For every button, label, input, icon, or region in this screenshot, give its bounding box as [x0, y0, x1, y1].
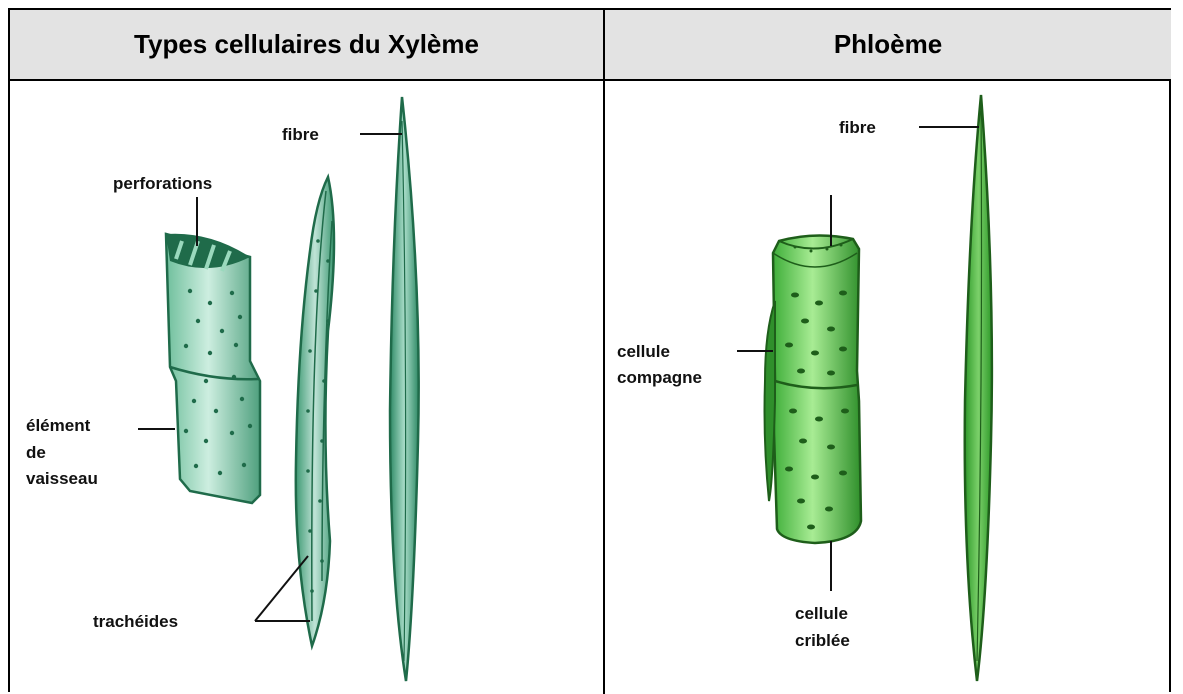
xylem-header: Types cellulaires du Xylème — [10, 10, 603, 81]
vessel-label-line2: de — [26, 443, 46, 462]
phloem-header: Phloème — [605, 10, 1171, 81]
vessel-label-line1: élément — [26, 416, 91, 435]
phloem-fibre-label: fibre — [839, 118, 876, 137]
phloem-header-text: Phloème — [834, 29, 942, 60]
phloem-diagram: fibre cellule compagne cellule criblée — [605, 81, 1171, 694]
vessel-element — [166, 234, 260, 503]
xylem-panel: fibre perforations élément de vaisseau t… — [10, 81, 603, 694]
xylem-fibre — [390, 97, 419, 681]
vessel-label-line3: vaisseau — [26, 469, 98, 488]
comparison-table: Types cellulaires du Xylème Phloème — [8, 8, 1171, 692]
perforations-label: perforations — [113, 174, 212, 193]
sieve-label-line2: criblée — [795, 631, 850, 650]
phloem-panel: fibre cellule compagne cellule criblée — [605, 81, 1171, 694]
sieve-label-line1: cellule — [795, 604, 848, 623]
phloem-fibre — [965, 95, 992, 681]
companion-label-line1: cellule — [617, 342, 670, 361]
xylem-header-text: Types cellulaires du Xylème — [134, 29, 479, 60]
tracheid — [296, 177, 334, 646]
xylem-diagram: fibre perforations élément de vaisseau t… — [10, 81, 603, 694]
xylem-fibre-label: fibre — [282, 125, 319, 144]
companion-label-line2: compagne — [617, 368, 702, 387]
sieve-cell — [773, 235, 861, 543]
tracheids-label: trachéides — [93, 612, 178, 631]
companion-cell — [765, 301, 776, 501]
